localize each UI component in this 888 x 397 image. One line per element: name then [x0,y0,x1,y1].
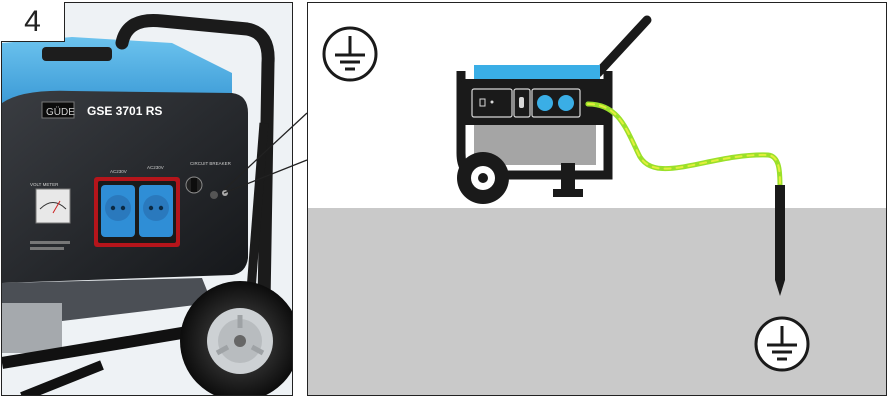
socket-label-1: AC230V [110,169,127,174]
ground-terminal [222,190,228,196]
socket-right [139,185,173,237]
brand-logo: GÜDE [46,106,75,118]
ground-cable [585,101,783,191]
grounding-illustration [308,15,886,395]
generator-illustration [456,15,652,204]
breaker-label: CIRCUIT BREAKER [190,161,232,166]
generator-photo: GÜDE GSE 3701 RS VOLT METER AC230V AC230… [2,3,292,395]
grounding-illustration-panel [307,2,887,396]
step-number: 4 [24,4,41,38]
socket-label-2: AC230V [147,165,164,170]
ground-symbol-icon [754,316,810,372]
step-number-box: 4 [1,2,65,42]
model-label: GSE 3701 RS [87,104,162,118]
ground-area [308,208,886,395]
generator-photo-panel: GÜDE GSE 3701 RS VOLT METER AC230V AC230… [1,2,293,396]
meter-label: VOLT METER [30,182,59,187]
ground-rod [775,185,785,296]
ground-symbol-icon [322,26,378,82]
socket-left [101,185,135,237]
